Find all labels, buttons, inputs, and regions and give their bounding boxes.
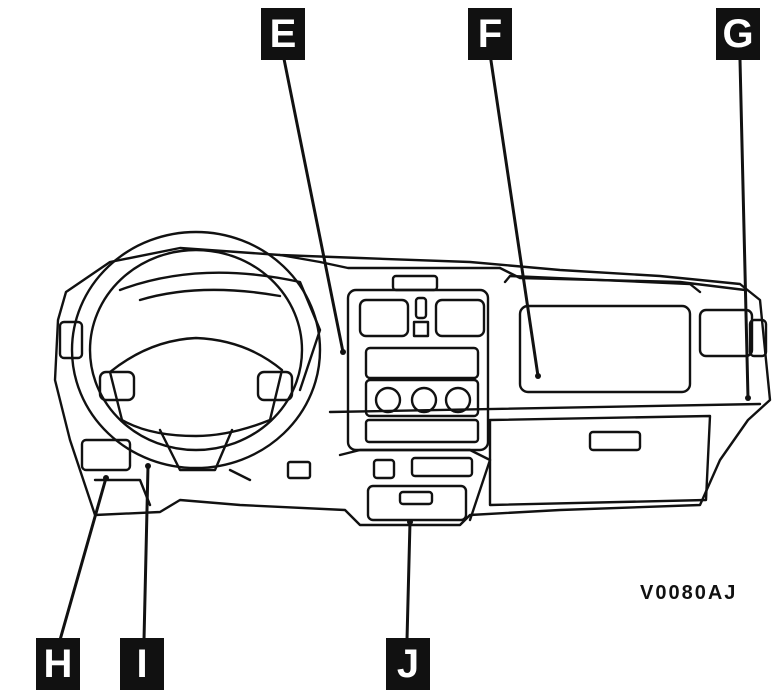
callout-f: F: [468, 8, 512, 60]
callout-i-label: I: [136, 642, 148, 686]
callout-j-label: J: [396, 642, 420, 686]
figure-code: V0080AJ: [640, 582, 738, 604]
callout-h: H: [36, 638, 80, 690]
audio-head: [364, 346, 480, 380]
leader-dot-h: [103, 475, 109, 481]
steering-wheel-rim: [70, 230, 322, 470]
callout-j: J: [386, 638, 430, 690]
center-vent-right: [434, 298, 486, 338]
callout-g-label: G: [722, 12, 754, 56]
glove-box-handle: [588, 430, 642, 452]
left-vent: [58, 320, 84, 360]
right-vent: [698, 308, 754, 358]
steering-hub: [108, 336, 284, 438]
leader-dot-i: [145, 463, 151, 469]
passenger-airbag-panel: [518, 304, 692, 394]
callout-i: I: [120, 638, 164, 690]
climate-panel: [364, 378, 480, 418]
callout-h-label: H: [43, 642, 73, 686]
callout-g: G: [716, 8, 760, 60]
center-stack: [346, 288, 490, 452]
climate-knob-1: [374, 386, 402, 414]
callout-e-label: E: [269, 12, 297, 56]
glove-box: [488, 414, 712, 507]
leader-dot-e: [340, 349, 346, 355]
dashboard-outline: [53, 246, 772, 527]
leader-dot-j: [407, 519, 413, 525]
lower-console-box: [366, 484, 468, 522]
climate-knob-3: [444, 386, 472, 414]
center-vent-left: [358, 298, 410, 338]
callout-e: E: [261, 8, 305, 60]
callout-f-label: F: [477, 12, 503, 56]
leader-dot-f: [535, 373, 541, 379]
leader-dot-g: [745, 395, 751, 401]
hazard-switch: [391, 274, 439, 292]
climate-knob-2: [410, 386, 438, 414]
